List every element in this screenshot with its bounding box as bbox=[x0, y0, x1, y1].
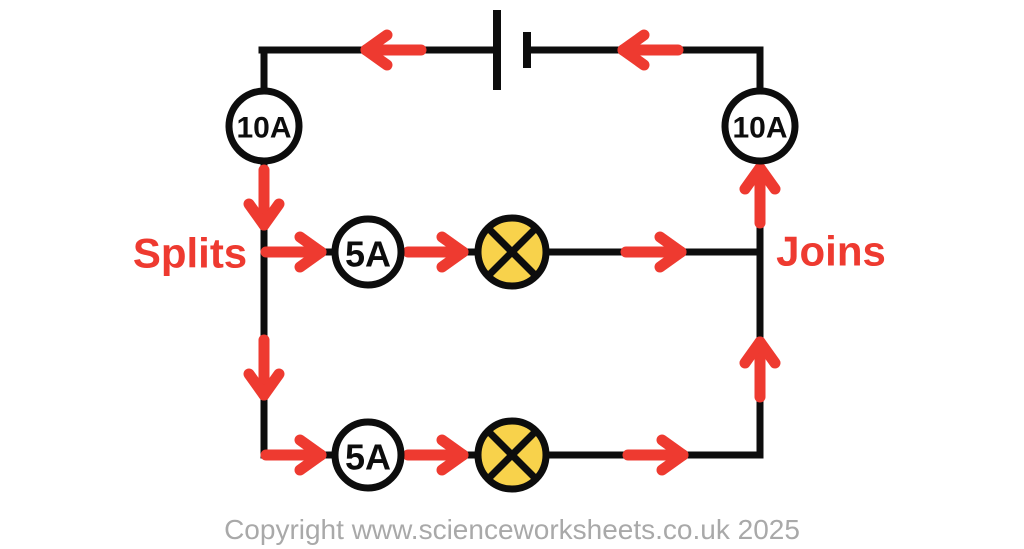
lamp-cross-line bbox=[485, 225, 539, 279]
ammeter-branch-top-label: 5A bbox=[345, 234, 391, 275]
lamp-branch-bottom-icon bbox=[474, 417, 550, 493]
ammeter-circle-icon bbox=[721, 87, 799, 165]
current-arrow-branch-top-1-icon bbox=[266, 237, 321, 267]
joins-label: Joins bbox=[776, 228, 886, 275]
ammeter-circle-icon bbox=[225, 87, 303, 165]
ammeter-main-left: 10A bbox=[225, 87, 303, 165]
ammeter-circle-icon bbox=[331, 418, 405, 492]
current-arrow-left-down-lower-icon bbox=[249, 340, 279, 395]
battery-cell-icon bbox=[493, 10, 531, 90]
current-arrow-branch-bottom-3-icon bbox=[628, 440, 683, 470]
ammeter-circle-icon bbox=[331, 215, 405, 289]
current-arrow-left-down-upper-icon bbox=[249, 170, 279, 225]
ammeter-main-right-label: 10A bbox=[732, 112, 787, 145]
current-arrow-right-up-upper-icon bbox=[745, 168, 775, 223]
current-arrow-branch-top-2-icon bbox=[408, 237, 463, 267]
copyright-text: Copyright www.scienceworksheets.co.uk 20… bbox=[224, 514, 800, 545]
current-arrow-top-right-icon bbox=[623, 35, 678, 65]
current-arrow-top-left-icon bbox=[366, 35, 421, 65]
lamp-cross-line bbox=[485, 428, 539, 482]
ammeter-main-left-label: 10A bbox=[236, 112, 291, 145]
current-arrow-branch-bottom-1-icon bbox=[266, 440, 321, 470]
lamp-branch-top-icon bbox=[474, 214, 550, 290]
current-arrow-right-up-lower-icon bbox=[745, 342, 775, 397]
ammeter-branch-bottom-label: 5A bbox=[345, 437, 391, 478]
current-arrow-branch-bottom-2-icon bbox=[408, 440, 463, 470]
ammeter-main-right: 10A bbox=[721, 87, 799, 165]
ammeter-branch-top: 5A bbox=[331, 215, 405, 289]
splits-label: Splits bbox=[133, 230, 247, 277]
ammeter-branch-bottom: 5A bbox=[331, 418, 405, 492]
current-arrow-branch-top-3-icon bbox=[626, 237, 681, 267]
